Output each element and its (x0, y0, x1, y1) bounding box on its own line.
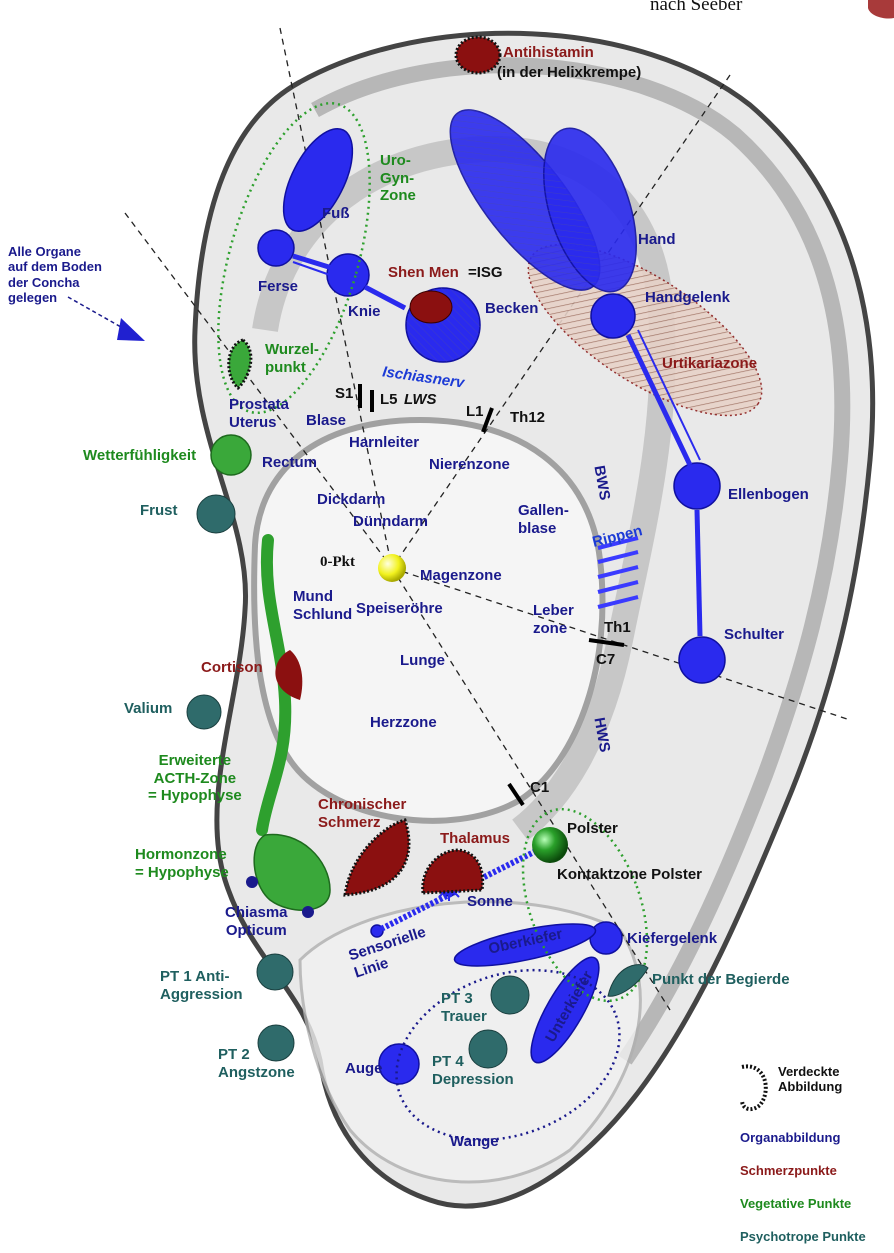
label-acth-zone: Erweiterte ACTH-Zone = Hypophyse (148, 752, 242, 805)
auge-point (379, 1044, 419, 1084)
legend-verdeckte-icon (742, 1066, 766, 1109)
label-magenzone: Magenzone (420, 567, 502, 585)
label-lws: LWS (404, 391, 437, 409)
label-pt4: PT 4 Depression (432, 1053, 514, 1088)
label-sonne: Sonne (467, 893, 513, 911)
label-dickdarm: Dickdarm (317, 491, 385, 509)
label-valium: Valium (124, 700, 172, 718)
ferse-point (258, 230, 294, 266)
label-punkt-der-begierde: Punkt der Begierde (652, 971, 790, 989)
label-nierenzone: Nierenzone (429, 456, 510, 474)
label-pt2: PT 2 Angstzone (218, 1046, 295, 1081)
concha-arrow-head (117, 318, 145, 341)
label-frust: Frust (140, 502, 178, 520)
label-c1: C1 (530, 779, 549, 797)
label-cortison: Cortison (201, 659, 263, 677)
label-ferse: Ferse (258, 278, 298, 296)
label-hand: Hand (638, 231, 676, 249)
label-mund-schlund: Mund Schlund (293, 588, 352, 623)
label-c7: C7 (596, 651, 615, 669)
legend-schmerzpunkte: Schmerzpunkte (740, 1163, 837, 1178)
label-wurzelpunkt: Wurzel- punkt (265, 341, 319, 376)
label-th12: Th12 (510, 409, 545, 427)
label-helixkrempe: (in der Helixkrempe) (497, 64, 641, 82)
label-th1: Th1 (604, 619, 631, 637)
label-wange: Wange (450, 1133, 499, 1151)
legend-verdeckte: Verdeckte Abbildung (778, 1064, 842, 1095)
label-chronischer-schmerz: Chronischer Schmerz (318, 796, 406, 831)
null-punkt-ball (378, 554, 406, 582)
ellenbogen-point (674, 463, 720, 509)
label-becken: Becken (485, 300, 538, 318)
legend-psychotrope-punkte: Psychotrope Punkte (740, 1229, 866, 1244)
label-duenndarm: Dünndarm (353, 513, 428, 531)
label-l1: L1 (466, 403, 484, 421)
label-uro-gyn-zone: Uro- Gyn- Zone (380, 152, 416, 205)
pt1-point (257, 954, 293, 990)
frust-point (197, 495, 235, 533)
legend-vegetative-punkte: Vegetative Punkte (740, 1196, 851, 1211)
knie-point (327, 254, 369, 296)
legend-organabbildung: Organabbildung (740, 1130, 840, 1145)
label-pt1: PT 1 Anti- Aggression (160, 968, 243, 1003)
chiasma-dot-1 (246, 876, 258, 888)
label-gallenblase: Gallen- blase (518, 502, 569, 537)
label-antihistamin: Antihistamin (503, 44, 594, 62)
label-leberzone: Leber zone (533, 602, 574, 637)
handgelenk-point (591, 294, 635, 338)
label-handgelenk: Handgelenk (645, 289, 730, 307)
label-chiasma-opticum: Chiasma Opticum (225, 904, 288, 939)
label-kiefergelenk: Kiefergelenk (627, 930, 717, 948)
label-auge: Auge (345, 1060, 383, 1078)
label-ellenbogen: Ellenbogen (728, 486, 809, 504)
schulter-point (679, 637, 725, 683)
label-schulter: Schulter (724, 626, 784, 644)
label-hormonzone: Hormonzone = Hypophyse (135, 846, 229, 881)
label-wetterfuehligkeit: Wetterfühligkeit (83, 447, 196, 465)
label-shen-men: Shen Men (388, 264, 459, 282)
label-null-punkt: 0-Pkt (320, 554, 355, 572)
logo-fragment (868, 0, 894, 19)
chiasma-dot-2 (302, 906, 314, 918)
label-fuss: Fuß (322, 205, 350, 223)
pt3-point (491, 976, 529, 1014)
label-kontaktzone-polster: Kontaktzone Polster (557, 866, 702, 884)
shen-men-point (410, 291, 452, 323)
kiefergelenk-point (590, 922, 622, 954)
valium-point (187, 695, 221, 729)
label-blase: Blase (306, 412, 346, 430)
label-l5: L5 (380, 391, 398, 409)
label-rectum: Rectum (262, 454, 317, 472)
wetter-point (211, 435, 251, 475)
label-speiseroehre: Speiseröhre (356, 600, 443, 618)
header-subtitle: nach Seeber (650, 0, 742, 16)
label-prostata-uterus: Prostata Uterus (229, 396, 289, 431)
label-lunge: Lunge (400, 652, 445, 670)
label-urtikariazone: Urtikariazone (662, 355, 757, 373)
polster-ball (532, 827, 568, 863)
label-isg: =ISG (468, 264, 503, 282)
label-polster: Polster (567, 820, 618, 838)
label-harnleiter: Harnleiter (349, 434, 419, 452)
label-knie: Knie (348, 303, 381, 321)
label-herzzone: Herzzone (370, 714, 437, 732)
label-s1: S1 (335, 385, 353, 403)
label-pt3: PT 3 Trauer (441, 990, 487, 1025)
label-alle-organe: Alle Organe auf dem Boden der Concha gel… (8, 244, 102, 305)
antihistamin-point (456, 37, 500, 73)
label-thalamus: Thalamus (440, 830, 510, 848)
